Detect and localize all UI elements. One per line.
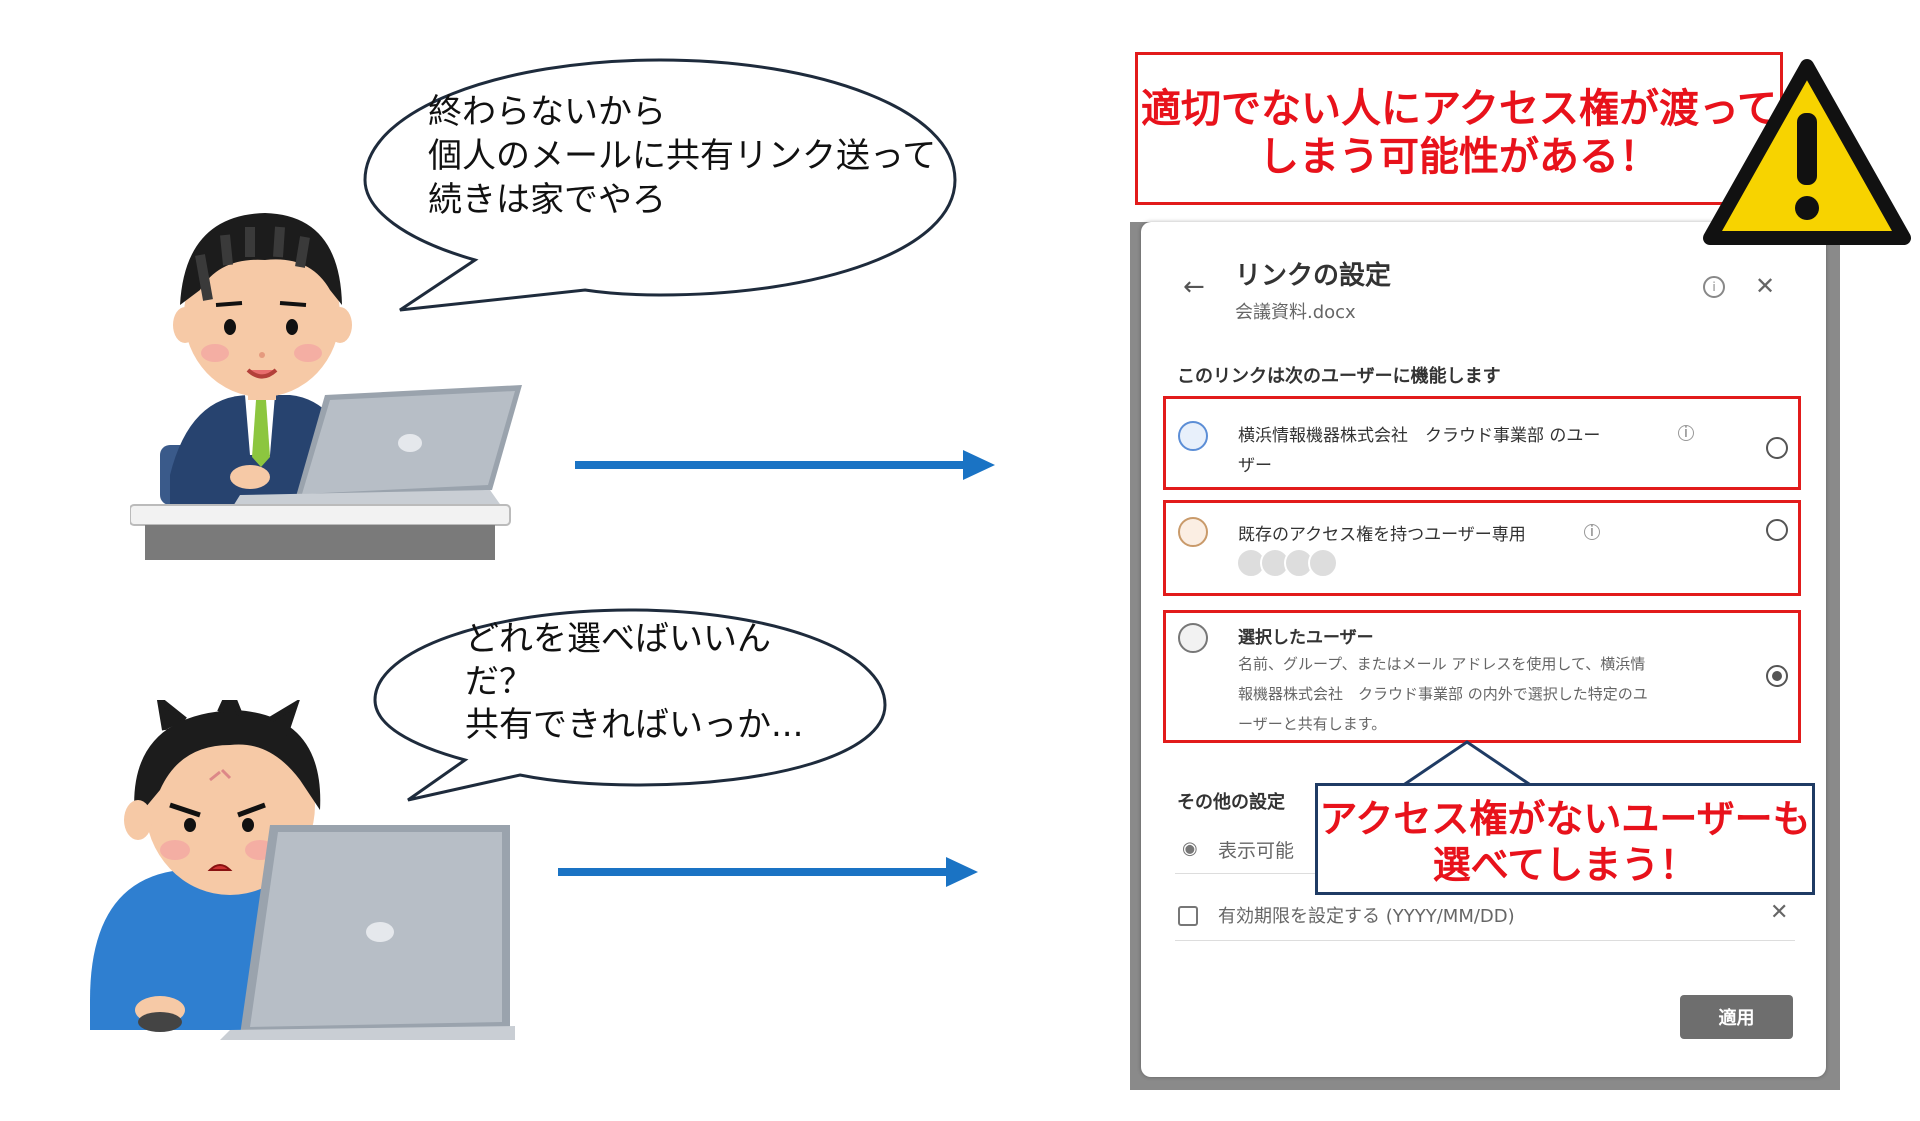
- speech-text-top: 終わらないから 個人のメールに共有リンク送って 続きは家でやろ: [428, 92, 937, 220]
- info-icon[interactable]: i: [1678, 425, 1694, 441]
- section-label: このリンクは次のユーザーに機能します: [1177, 366, 1501, 387]
- clear-icon[interactable]: ✕: [1770, 900, 1789, 925]
- speech-text-bottom: どれを選べばいいん だ？ 共有できればいっか...: [465, 619, 804, 745]
- other-settings-label: その他の設定: [1177, 792, 1285, 813]
- warning-icon: [1703, 59, 1911, 245]
- option-organization-users[interactable]: 横浜情報機器株式会社 クラウド事業部 のユー ザー i: [1163, 396, 1801, 490]
- callout-box: アクセス権がないユーザーも 選べてしまう！: [1315, 783, 1815, 895]
- close-icon[interactable]: ✕: [1755, 272, 1776, 300]
- people-icon: [1178, 623, 1208, 653]
- warning-text: 適切でない人にアクセス権が渡って しまう可能性がある！: [1141, 86, 1777, 180]
- speech-bubble-bottom: [373, 608, 887, 802]
- briefcase-icon: [1178, 421, 1208, 451]
- avatar: [1308, 548, 1338, 578]
- office-worker-illustration: [130, 213, 522, 560]
- dialog-title: リンクの設定: [1235, 261, 1392, 291]
- info-icon[interactable]: i: [1703, 276, 1725, 298]
- divider: [1175, 940, 1795, 941]
- callout-text: アクセス権がないユーザーも 選べてしまう！: [1319, 797, 1811, 887]
- apply-button[interactable]: 適用: [1680, 995, 1793, 1039]
- arrow-right-icon: [558, 857, 978, 887]
- person-icon: [1178, 517, 1208, 547]
- avatar-group: [1236, 548, 1356, 582]
- arrow-right-icon: [575, 450, 995, 480]
- option-description: 名前、グループ、またはメール アドレスを使用して、横浜情 報機器株式会社 クラウ…: [1238, 655, 1648, 733]
- eye-icon: ◉: [1182, 838, 1198, 859]
- info-icon[interactable]: i: [1584, 524, 1600, 540]
- option-title: 選択したユーザー: [1238, 628, 1374, 648]
- link-settings-dialog: [1141, 222, 1826, 1077]
- option-selected-users[interactable]: 選択したユーザー 名前、グループ、またはメール アドレスを使用して、横浜情 報機…: [1163, 610, 1801, 743]
- warning-box: 適切でない人にアクセス権が渡って しまう可能性がある！: [1135, 52, 1783, 205]
- option-radio-selected[interactable]: [1766, 665, 1788, 687]
- option-radio[interactable]: [1766, 437, 1788, 459]
- view-permission[interactable]: 表示可能: [1218, 840, 1295, 862]
- option-title: 既存のアクセス権を持つユーザー専用: [1238, 525, 1526, 545]
- expiry-date-input[interactable]: 有効期限を設定する (YYYY/MM/DD): [1218, 906, 1515, 927]
- option-existing-access[interactable]: 既存のアクセス権を持つユーザー専用 i: [1163, 500, 1801, 596]
- option-title: 横浜情報機器株式会社 クラウド事業部 のユー ザー: [1238, 426, 1601, 476]
- callout-pointer: [1397, 740, 1537, 788]
- dialog-filename: 会議資料.docx: [1235, 302, 1356, 323]
- confused-worker-illustration: [90, 700, 515, 1040]
- back-arrow-icon[interactable]: ←: [1183, 272, 1205, 302]
- calendar-icon: [1178, 906, 1198, 926]
- option-radio[interactable]: [1766, 519, 1788, 541]
- speech-bubble-top: [363, 58, 957, 312]
